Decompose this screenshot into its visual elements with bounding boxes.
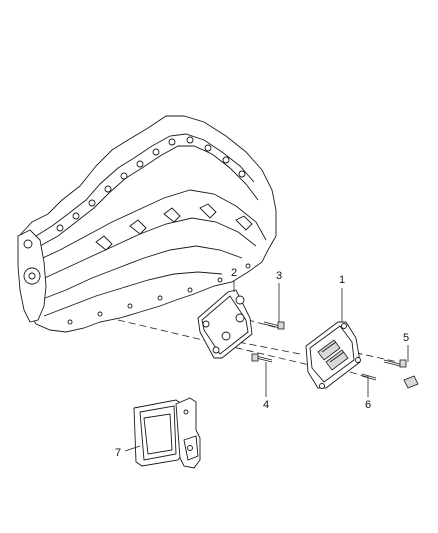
screw-right bbox=[383, 359, 407, 368]
mounting-bracket-plate bbox=[197, 289, 253, 359]
callout-5: 5 bbox=[403, 332, 409, 344]
clip-fastener bbox=[361, 373, 419, 389]
callout-4: 4 bbox=[263, 399, 269, 411]
screw-upper bbox=[263, 321, 285, 330]
callout-3: 3 bbox=[276, 270, 282, 282]
callout-1: 1 bbox=[339, 274, 345, 286]
callout-6: 6 bbox=[365, 399, 371, 411]
screw-lower bbox=[251, 353, 273, 363]
module-with-bracket bbox=[133, 397, 201, 469]
engine-control-module bbox=[305, 321, 361, 389]
callout-leaders bbox=[124, 280, 409, 452]
callout-7: 7 bbox=[115, 447, 121, 459]
engine-block bbox=[17, 115, 277, 333]
callout-2: 2 bbox=[231, 267, 237, 279]
